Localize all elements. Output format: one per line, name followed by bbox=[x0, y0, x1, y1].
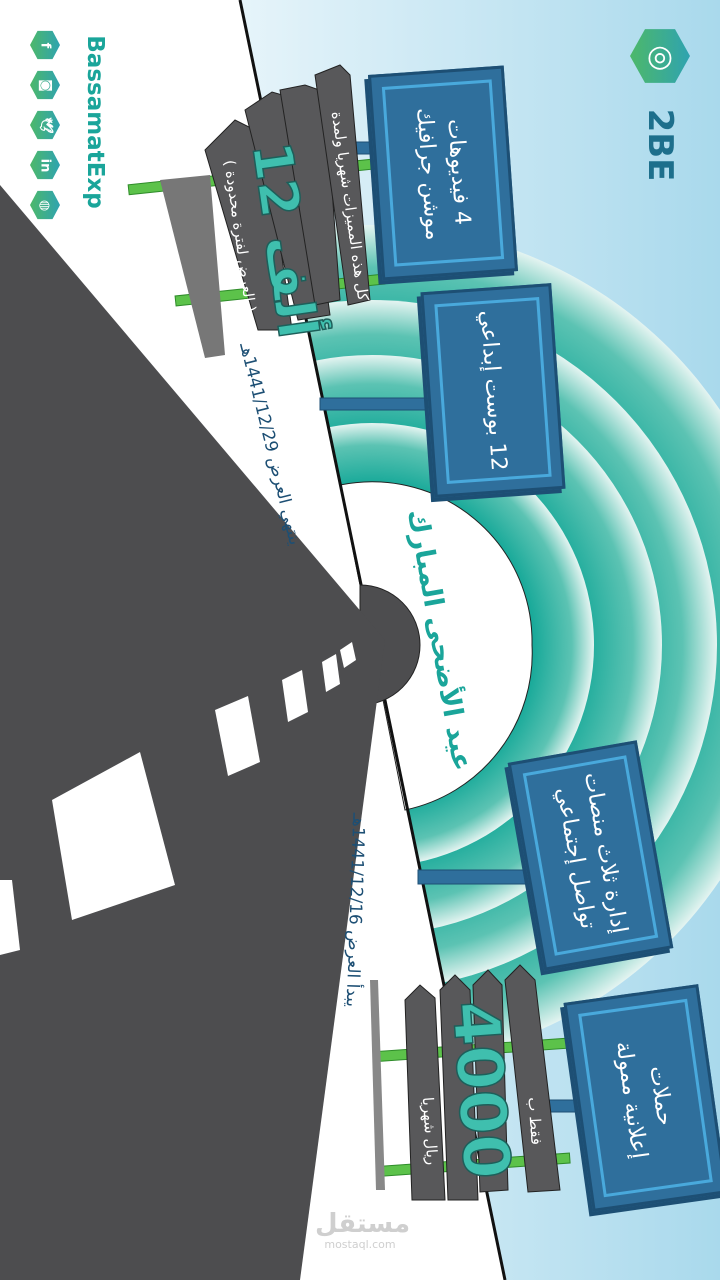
price-value: 4000 bbox=[436, 998, 524, 1182]
watermark-arabic: مستقل bbox=[315, 1209, 411, 1239]
watermark: مستقل mostaql.com bbox=[315, 1209, 411, 1251]
fence-shadow bbox=[160, 175, 225, 358]
fingerprint-icon: ◎ bbox=[630, 29, 690, 83]
linkedin-icon[interactable]: in bbox=[30, 150, 60, 180]
road-dashes bbox=[0, 642, 356, 955]
globe-icon[interactable]: ◍ bbox=[30, 190, 60, 220]
sign-creative-posts: 12 بوست إبداعي bbox=[420, 283, 566, 498]
logo-text: 2BE bbox=[640, 108, 680, 182]
account-name[interactable]: BassamatExp bbox=[82, 35, 108, 209]
sun-disk bbox=[339, 481, 533, 811]
watermark-latin: mostaql.com bbox=[324, 1238, 396, 1251]
road bbox=[0, 185, 385, 1280]
fence-shadow-bottom bbox=[370, 980, 385, 1190]
